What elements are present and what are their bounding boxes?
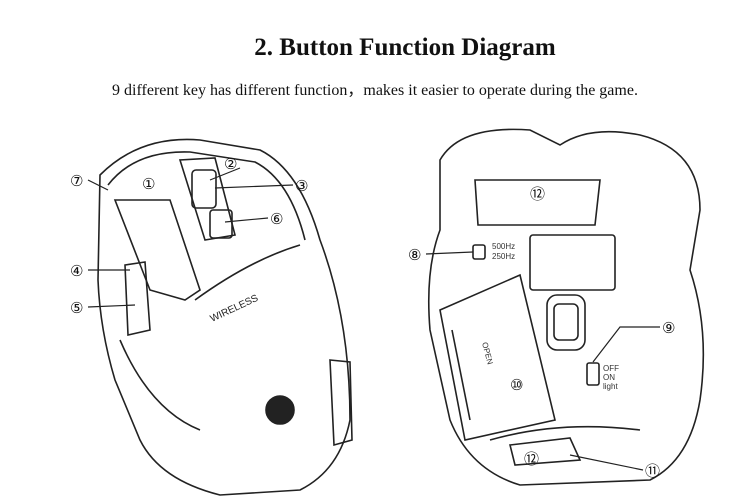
- callout-7: ⑦: [70, 172, 83, 190]
- mouse-bottom-view: 500Hz 250Hz OFF ON light OPEN: [427, 128, 705, 486]
- light-label: light: [603, 382, 618, 391]
- callout-12-bottom: ⑫: [524, 450, 539, 468]
- callout-9: ⑨: [662, 319, 675, 337]
- callout-3: ③: [295, 177, 308, 195]
- page-subtitle: 9 different key has different function，m…: [112, 82, 638, 99]
- callout-10: ⑩: [510, 376, 523, 394]
- callout-8: ⑧: [408, 246, 421, 264]
- on-label: ON: [603, 373, 615, 382]
- callout-1: ①: [142, 175, 155, 193]
- rate-500hz-label: 500Hz: [492, 242, 515, 251]
- open-label: OPEN: [480, 341, 495, 365]
- off-label: OFF: [603, 364, 619, 373]
- callout-12-top: ⑫: [530, 185, 545, 203]
- callout-5: ⑤: [70, 299, 83, 317]
- callout-2: ②: [224, 155, 237, 173]
- callout-4: ④: [70, 262, 83, 280]
- brand-label: WIRELESS: [209, 293, 261, 325]
- page-title: 2. Button Function Diagram: [254, 34, 556, 61]
- mouse-top-view: WIRELESS: [97, 138, 353, 496]
- callout-6: ⑥: [270, 210, 283, 228]
- callout-11: ⑪: [645, 462, 660, 480]
- rate-250hz-label: 250Hz: [492, 252, 515, 261]
